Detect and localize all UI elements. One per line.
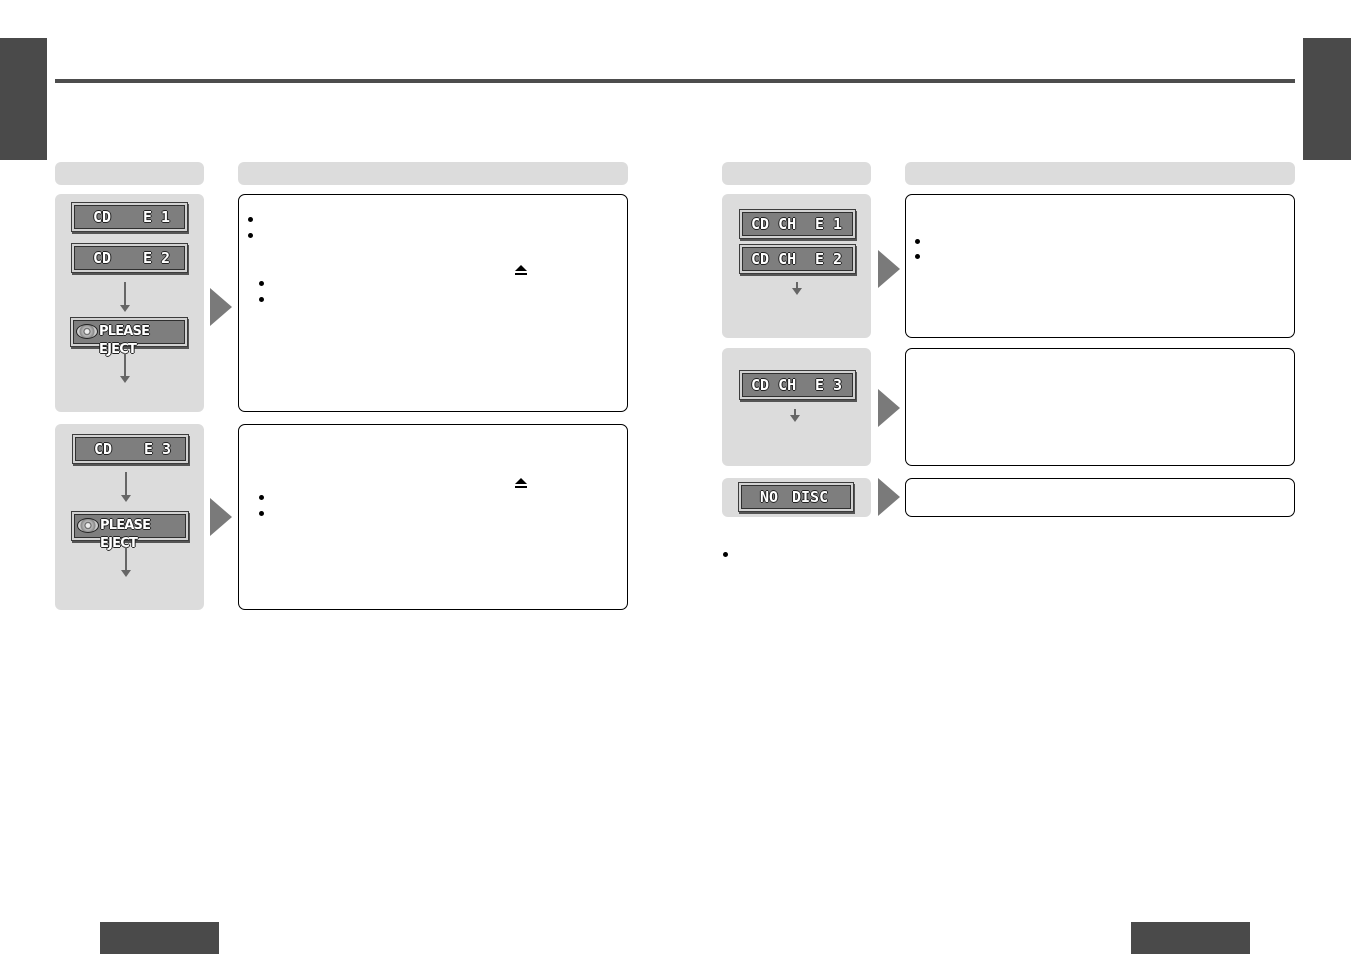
arrow-right-icon: [210, 498, 232, 536]
bullet-icon: [259, 297, 264, 302]
description-column-header: [905, 162, 1295, 185]
lcd-source: CD: [93, 249, 112, 267]
display-column-header: [722, 162, 871, 185]
description-box: [905, 348, 1295, 466]
lcd-display: CD CH E 2: [739, 244, 856, 274]
lcd-display: CD CH E 3: [739, 370, 856, 400]
lcd-source: CD CH: [751, 215, 797, 233]
page-number-tab-left: [100, 922, 219, 954]
lcd-error-code: E 2: [143, 249, 171, 267]
bullet-icon: [723, 552, 728, 557]
header-rule: [55, 79, 1295, 83]
display-panel: [722, 348, 871, 466]
lcd-display: PLEASE EJECT: [71, 511, 189, 551]
bullet-icon: [259, 281, 264, 286]
bullet-icon: [915, 239, 920, 244]
arrow-down-icon: [792, 282, 802, 295]
lcd-display: PLEASE EJECT: [70, 317, 188, 357]
lcd-display: CD E 3: [72, 434, 189, 464]
eject-icon: [515, 478, 527, 488]
arrow-down-icon: [120, 282, 130, 312]
lcd-eject-message: PLEASE EJECT: [100, 518, 151, 551]
description-column-header: [238, 162, 628, 185]
lcd-source: CD CH: [751, 250, 797, 268]
lcd-error-code: E 3: [815, 376, 843, 394]
description-box: [905, 194, 1295, 338]
lcd-source: CD: [94, 440, 113, 458]
eject-icon: [515, 265, 527, 275]
arrow-down-icon: [790, 409, 800, 422]
lcd-status-detail: DISC: [792, 488, 829, 506]
arrow-right-icon: [878, 389, 900, 427]
display-column-header: [55, 162, 204, 185]
lcd-error-code: E 3: [144, 440, 172, 458]
bullet-icon: [259, 511, 264, 516]
arrow-down-icon: [121, 472, 131, 502]
bullet-icon: [248, 217, 253, 222]
description-box: [238, 424, 628, 610]
description-box: [238, 194, 628, 412]
lcd-source: CD: [93, 208, 112, 226]
lcd-error-code: E 1: [815, 215, 843, 233]
bullet-icon: [248, 233, 253, 238]
lcd-error-code: E 2: [815, 250, 843, 268]
lcd-status: NO: [760, 488, 779, 506]
left-edge-tab: [0, 38, 47, 160]
bullet-icon: [915, 254, 920, 259]
page-number-tab-right: [1131, 922, 1250, 954]
disc-icon: [76, 324, 98, 339]
lcd-error-code: E 1: [143, 208, 171, 226]
disc-icon: [77, 518, 99, 533]
arrow-right-icon: [878, 478, 900, 516]
lcd-eject-message: PLEASE EJECT: [99, 324, 150, 357]
arrow-down-icon: [121, 547, 131, 577]
lcd-display: CD E 1: [71, 202, 188, 232]
description-box: [905, 478, 1295, 517]
lcd-source: CD CH: [751, 376, 797, 394]
arrow-down-icon: [120, 353, 130, 383]
arrow-right-icon: [878, 250, 900, 288]
lcd-display: NO DISC: [738, 482, 854, 512]
lcd-display: CD CH E 1: [739, 209, 856, 239]
bullet-icon: [259, 495, 264, 500]
right-edge-tab: [1303, 38, 1351, 160]
arrow-right-icon: [210, 288, 232, 326]
lcd-display: CD E 2: [71, 243, 188, 273]
